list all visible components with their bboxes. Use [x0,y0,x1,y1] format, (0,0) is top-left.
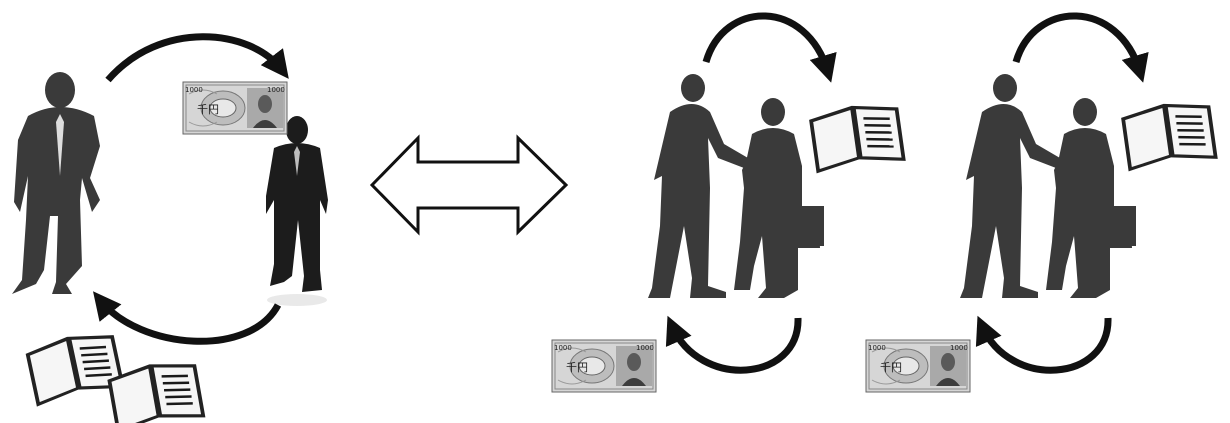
curved-arrow-icon [982,318,1108,370]
right-exchange-group-2: 千円 1000 1000 [866,16,1218,392]
book-icon [24,327,125,406]
person-silhouette-icon [12,72,100,294]
right-exchange-group-1: 千円 1000 1000 [552,16,906,392]
curved-arrow-icon [706,16,828,72]
curved-arrow-icon [672,318,798,370]
banknote-digits: 1000 [267,86,285,94]
double-arrow-icon [372,138,566,232]
curved-arrow-icon [108,37,282,80]
businessman-silhouette-icon [266,116,328,306]
handshake-silhouette-icon [648,74,824,298]
banknote-digits: 1000 [868,344,886,352]
book-icon [808,99,906,173]
curved-arrow-icon [100,300,278,341]
banknote-digits: 1000 [950,344,968,352]
left-exchange-group: 千円 1000 1000 [12,37,328,423]
banknote-kanji: 千円 [880,361,902,374]
banknote-kanji: 千円 [197,103,219,116]
banknote-digits: 1000 [185,86,203,94]
banknote-digits: 1000 [554,344,572,352]
banknote-icon: 千円 1000 1000 [552,340,656,392]
banknote-kanji: 千円 [566,361,588,374]
handshake-silhouette-icon [960,74,1136,298]
banknote-digits: 1000 [636,344,654,352]
curved-arrow-icon [1016,16,1140,72]
book-icon [1120,97,1218,171]
banknote-icon: 千円 1000 1000 [183,82,287,134]
book-icon [106,356,205,423]
banknote-icon: 千円 1000 1000 [866,340,970,392]
